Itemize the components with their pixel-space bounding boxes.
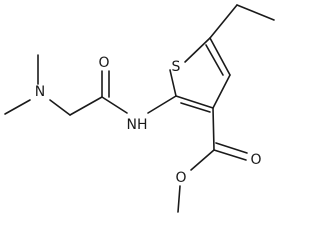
bond-c3-c4 — [212, 74, 231, 109]
atom-label-sulfur: S — [172, 59, 181, 75]
atom-label-ester-carbonyl-oxygen: O — [250, 152, 261, 168]
bond-c4-c5-double — [205, 44, 224, 76]
bond-c2-c3-double — [180, 102, 211, 113]
bond-ethyl-ch3-ch2 — [236, 4, 275, 21]
atom-label-amide-nitrogen: NH — [127, 117, 148, 133]
atom-labels-layer: S O O NH O N — [35, 55, 262, 186]
bond-c3-ester-c — [212, 107, 215, 151]
bond-ethyl-ch2-c5 — [209, 4, 238, 39]
bond-ch2-n — [49, 99, 71, 116]
bond-c2-c3 — [175, 95, 214, 109]
bond-ester-o-ch3 — [177, 185, 181, 213]
bonds-layer — [4, 4, 275, 213]
bond-nh-amide-c — [101, 96, 128, 114]
bond-amide-c-ch2 — [69, 96, 103, 116]
atom-label-ester-ether-oxygen: O — [175, 170, 186, 186]
bond-c4-c5 — [209, 37, 231, 76]
atom-label-amine-nitrogen: N — [35, 84, 45, 100]
atom-label-amide-oxygen: O — [98, 55, 109, 71]
bond-ester-c-o-double — [213, 149, 247, 161]
bond-c2-nh — [147, 95, 177, 114]
bond-ester-c-o-double-2 — [215, 142, 248, 154]
bond-s1-c2 — [169, 69, 177, 97]
bond-n-me2 — [4, 99, 31, 115]
bond-ester-c-o-single — [190, 149, 215, 171]
chemical-structure: S O O NH O N — [4, 4, 275, 213]
bond-c5-s1 — [184, 37, 211, 63]
